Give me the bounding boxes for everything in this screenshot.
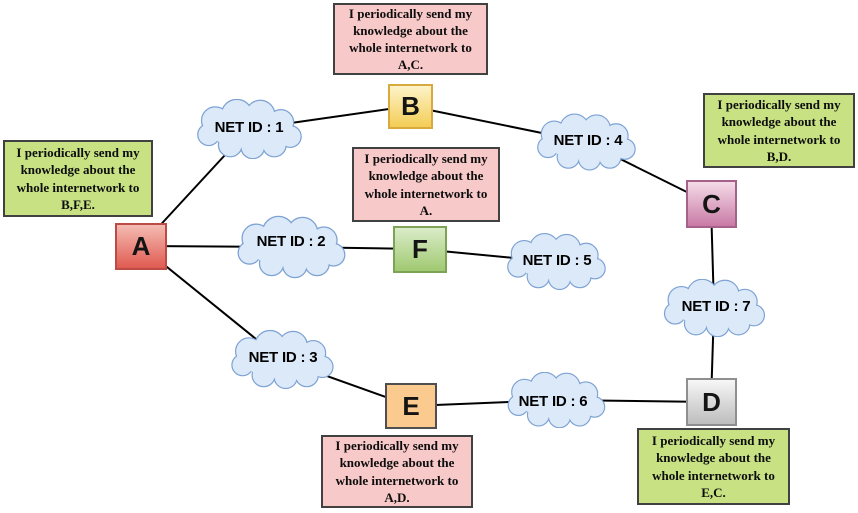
note-line: I periodically send my bbox=[348, 5, 473, 21]
router-node-e: E bbox=[385, 383, 437, 429]
note-line: knowledge about the bbox=[721, 114, 837, 130]
note-line: E,C. bbox=[701, 484, 726, 500]
note-router-c: I periodically send my knowledge about t… bbox=[703, 93, 855, 168]
note-line: A,C. bbox=[397, 57, 424, 73]
note-router-b: I periodically send my knowledge about t… bbox=[333, 3, 488, 75]
note-line: I periodically send my bbox=[364, 151, 488, 167]
router-node-a: A bbox=[115, 223, 167, 270]
note-router-a: I periodically send my knowledge about t… bbox=[3, 140, 153, 217]
note-line: whole internetwork to bbox=[335, 472, 459, 488]
cloud-label-net-7: NET ID : 7 bbox=[681, 298, 751, 315]
router-node-d: D bbox=[686, 378, 737, 426]
note-line: I periodically send my bbox=[335, 438, 459, 454]
router-node-f: F bbox=[393, 226, 447, 273]
note-line: knowledge about the bbox=[20, 162, 136, 178]
cloud-label-net-4: NET ID : 4 bbox=[553, 132, 623, 149]
cloud-label-net-3: NET ID : 3 bbox=[248, 349, 318, 366]
note-router-f: I periodically send my knowledge about t… bbox=[352, 147, 500, 222]
note-line: whole internetwork to bbox=[364, 185, 488, 201]
note-line: whole internetwork to bbox=[349, 40, 472, 55]
note-line: whole internetwork to bbox=[717, 131, 841, 147]
note-line: whole internetwork to bbox=[16, 179, 140, 195]
note-line: whole internetwork to bbox=[652, 467, 775, 483]
note-line: I periodically send my bbox=[651, 433, 776, 449]
note-line: knowledge about the bbox=[368, 168, 484, 184]
note-line: knowledge about the bbox=[353, 22, 468, 38]
note-line: B,F,E. bbox=[61, 196, 95, 212]
note-line: I periodically send my bbox=[717, 97, 841, 113]
router-node-c: C bbox=[686, 180, 737, 228]
cloud-label-net-1: NET ID : 1 bbox=[214, 119, 284, 136]
router-node-b: B bbox=[388, 84, 433, 129]
note-line: A. bbox=[419, 202, 433, 218]
note-router-e: I periodically send my knowledge about t… bbox=[321, 435, 473, 508]
note-line: knowledge about the bbox=[339, 455, 455, 471]
note-line: A,D. bbox=[384, 489, 410, 505]
cloud-label-net-5: NET ID : 5 bbox=[522, 252, 592, 269]
cloud-label-net-6: NET ID : 6 bbox=[518, 393, 588, 410]
note-line: I periodically send my bbox=[16, 145, 140, 161]
note-router-d: I periodically send my knowledge about t… bbox=[637, 428, 790, 505]
note-line: B,D. bbox=[766, 148, 792, 164]
cloud-label-net-2: NET ID : 2 bbox=[256, 233, 326, 250]
note-line: knowledge about the bbox=[656, 450, 771, 466]
